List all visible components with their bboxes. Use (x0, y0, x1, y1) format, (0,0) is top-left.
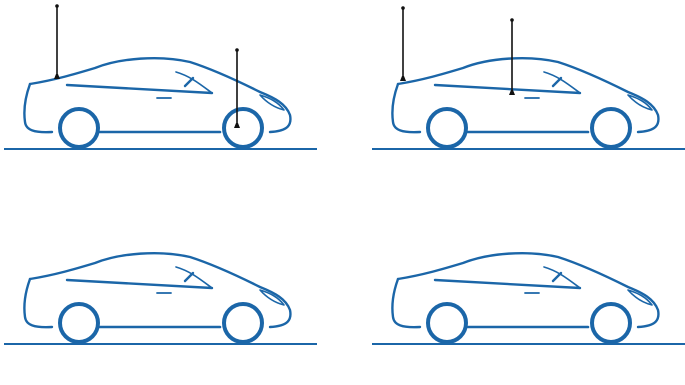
window-frame-line (544, 72, 580, 93)
rear-wheel (428, 109, 466, 147)
front-wheel (224, 304, 262, 342)
window-frame-line (544, 267, 580, 288)
front-wheel (592, 109, 630, 147)
side-mirror (553, 78, 561, 86)
front-wheel (592, 304, 630, 342)
car-panel (0, 0, 320, 160)
antenna-tip (401, 6, 405, 10)
window-belt-line (435, 280, 580, 288)
antenna (54, 4, 60, 79)
window-belt-line (435, 85, 580, 93)
rear-wheel (60, 109, 98, 147)
rear-wheel (428, 304, 466, 342)
front-wheel (224, 109, 262, 147)
antenna-base (54, 74, 60, 79)
car-panel (368, 0, 685, 160)
car-rear-outline (392, 84, 420, 132)
antenna-tip (235, 48, 239, 52)
car-drawing (24, 253, 290, 342)
antenna-tip (510, 18, 514, 22)
car-rear-outline (392, 279, 420, 327)
window-belt-line (67, 85, 212, 93)
antenna-base (400, 76, 406, 81)
car-drawing (392, 58, 658, 147)
side-mirror (553, 273, 561, 281)
car-drawing (392, 253, 658, 342)
car-panel (0, 195, 320, 355)
car-rear-outline (24, 84, 52, 132)
window-frame-line (176, 267, 212, 288)
car-panel (368, 195, 685, 355)
window-frame-line (176, 72, 212, 93)
window-belt-line (67, 280, 212, 288)
rear-wheel (60, 304, 98, 342)
antenna (400, 6, 406, 81)
side-mirror (185, 273, 193, 281)
car-rear-outline (24, 279, 52, 327)
car-drawing (24, 58, 290, 147)
antenna-tip (55, 4, 59, 8)
side-mirror (185, 78, 193, 86)
